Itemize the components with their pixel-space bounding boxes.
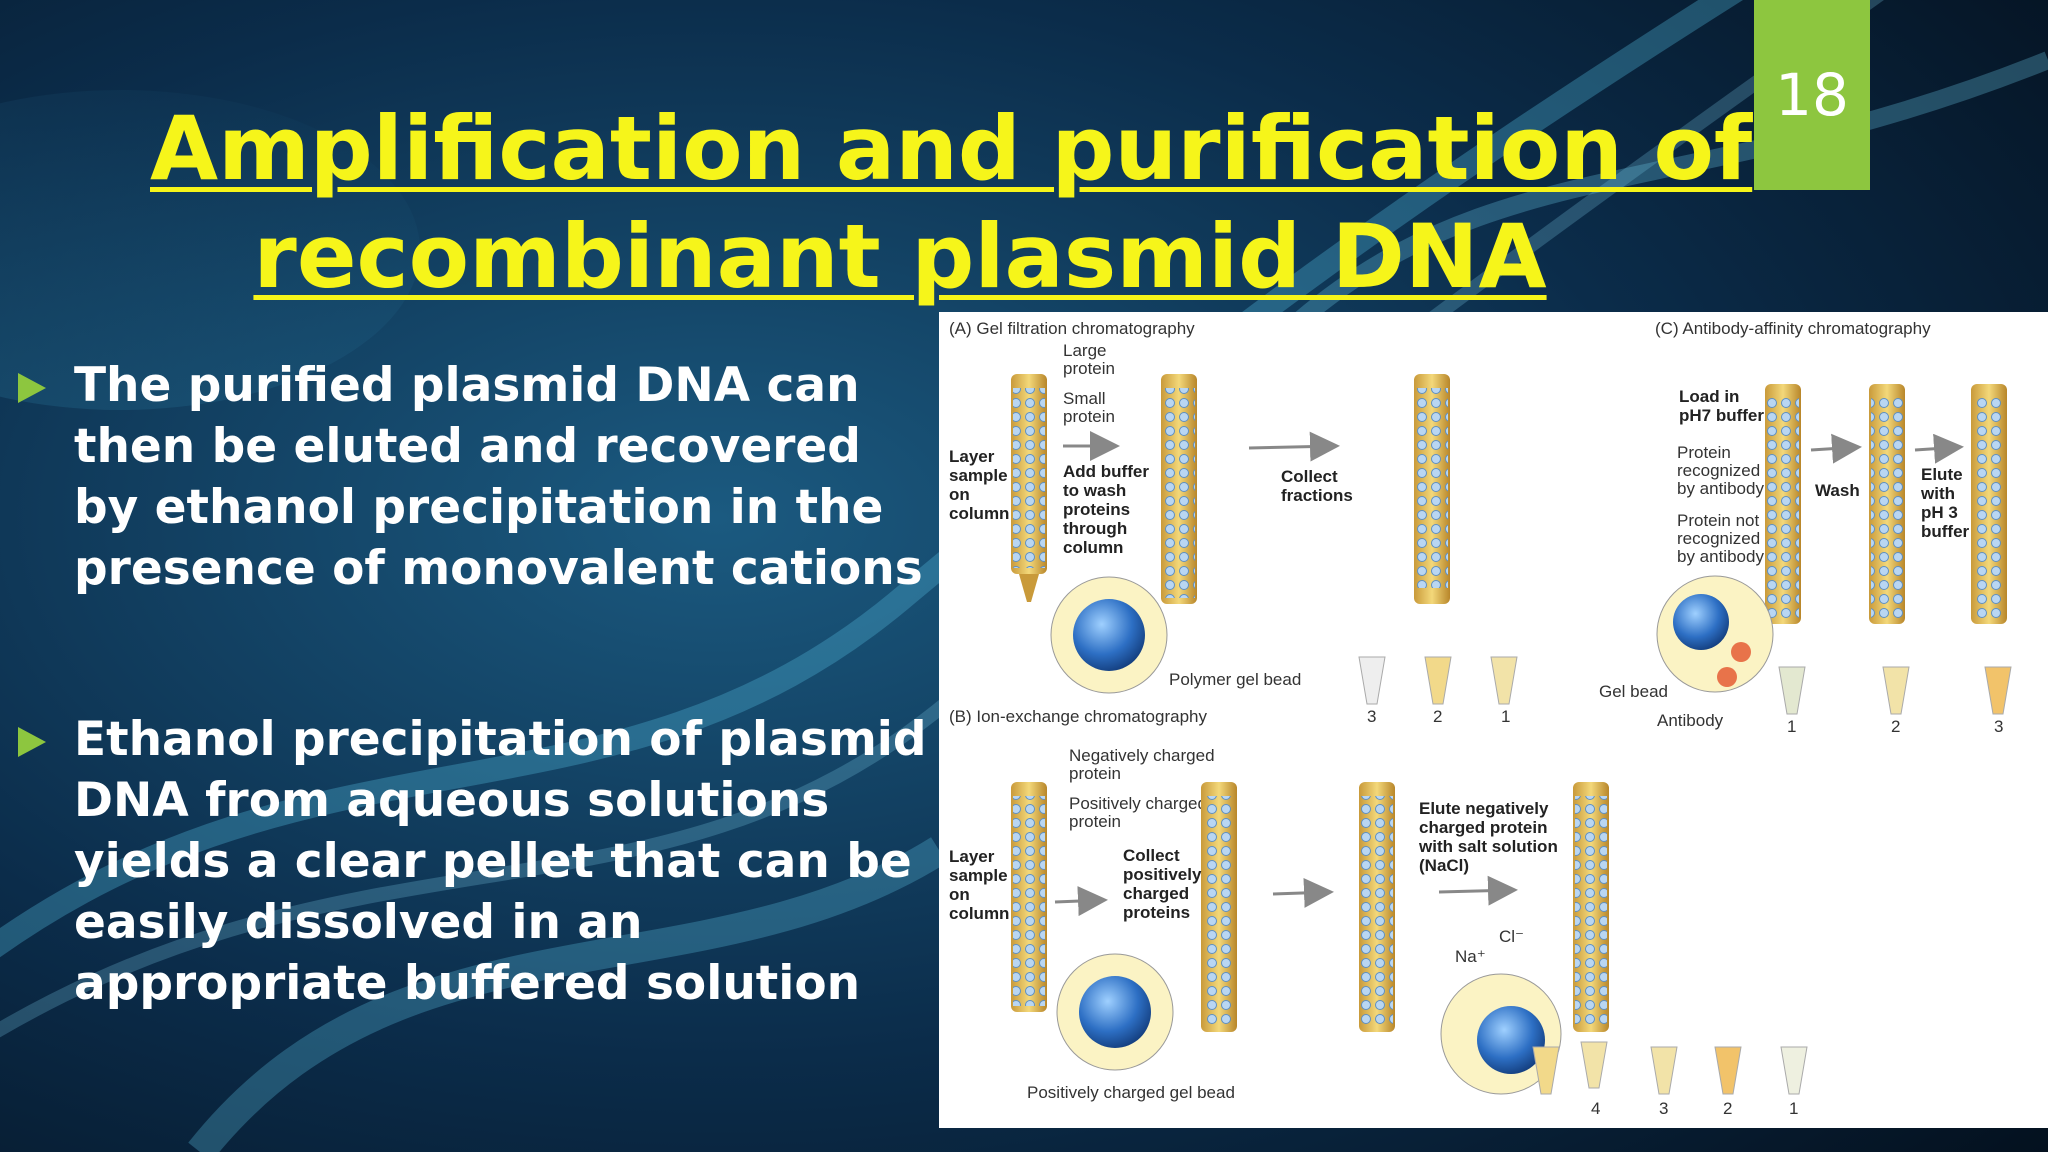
svg-text:1: 1 [1501,707,1510,726]
panel-a-column-3 [1414,374,1450,604]
load-label: Load in [1679,387,1739,406]
elute-ph3-label: Elute [1921,465,1963,484]
bullet-list: The purified plasmid DNA can then be elu… [18,355,938,1014]
svg-text:3: 3 [1994,717,2003,736]
bullet-item: The purified plasmid DNA can then be elu… [18,355,938,599]
collect-fractions-label: Collect [1281,467,1338,486]
panel-b-columns [1011,782,1609,1032]
svg-text:3: 3 [1367,707,1376,726]
svg-text:4: 4 [1591,1099,1600,1118]
panel-c-title: (C) Antibody-affinity chromatography [1655,319,1931,338]
gel-bead-label: Gel bead [1599,682,1668,701]
bullet-arrow-icon [18,373,46,403]
slide-number: 18 [1754,0,1870,190]
wash-label: Wash [1815,481,1860,500]
cl-label: Cl⁻ [1499,927,1524,946]
elute-salt-label: Elute negatively [1419,799,1549,818]
svg-text:2: 2 [1723,1099,1732,1118]
pos-protein-label: Positively charged [1069,794,1207,813]
panel-a-title: (A) Gel filtration chromatography [949,319,1195,338]
bullet-text: The purified plasmid DNA can then be elu… [74,358,923,596]
add-buffer-label: Add buffer [1063,462,1149,481]
title-line-1: Amplification and purification of [150,97,1753,200]
svg-text:1: 1 [1787,717,1796,736]
recognized-label: Protein [1677,443,1731,462]
bullet-item: Ethanol precipitation of plasmid DNA fro… [18,709,938,1014]
neg-protein-label: Negatively charged [1069,746,1215,765]
positive-bead-label: Positively charged gel bead [1027,1083,1235,1102]
antibody-label: Antibody [1657,711,1724,730]
bullet-arrow-icon [18,727,46,757]
svg-text:2: 2 [1433,707,1442,726]
na-label: Na⁺ [1455,947,1486,966]
svg-text:3: 3 [1659,1099,1668,1118]
panel-b-tubes: 4 3 2 1 [1532,1041,1808,1118]
panel-a-column-2 [1161,374,1197,604]
layer-sample-label: Layer [949,447,995,466]
slide-title: Amplification and purification of recomb… [150,95,1753,311]
panel-a-tubes: 3 2 1 [1358,656,1518,726]
large-protein-label: Large [1063,341,1106,360]
title-line-2: recombinant plasmid DNA [253,205,1547,308]
panel-c-tubes: 1 2 3 [1778,666,2012,736]
panel-c-columns [1765,384,2007,624]
svg-text:2: 2 [1891,717,1900,736]
bullet-text: Ethanol precipitation of plasmid DNA fro… [74,712,927,1011]
collect-positive-label: Collect [1123,846,1180,865]
panel-a-column-1 [1011,374,1047,602]
layer-sample-b-label: Layer [949,847,995,866]
polymer-gel-bead-label: Polymer gel bead [1169,670,1301,689]
svg-text:1: 1 [1789,1099,1798,1118]
panel-b-title: (B) Ion-exchange chromatography [949,707,1207,726]
not-recognized-label: Protein not [1677,511,1759,530]
small-protein-label: Small [1063,389,1106,408]
